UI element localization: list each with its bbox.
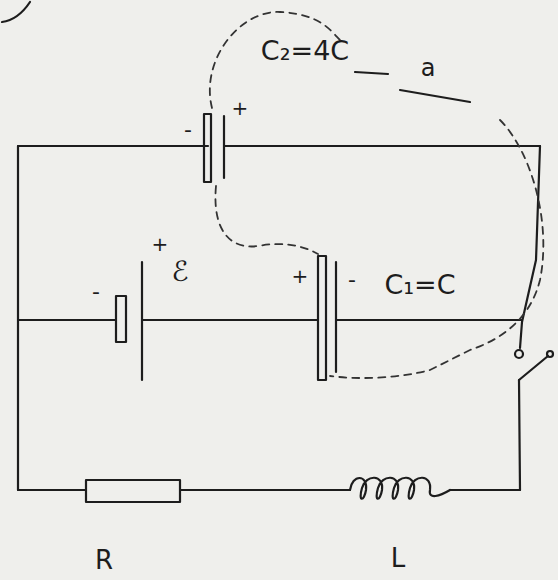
top-wire bbox=[18, 145, 540, 147]
dash-mark bbox=[355, 72, 388, 74]
right-wire bbox=[520, 146, 540, 348]
left-wire bbox=[17, 146, 19, 490]
capacitor-plate bbox=[318, 256, 326, 380]
resistor-symbol bbox=[86, 480, 180, 502]
capacitor-label: C₁=C bbox=[384, 271, 455, 298]
capacitor-plate bbox=[335, 262, 337, 372]
inductor-symbol bbox=[350, 478, 450, 499]
polarity-sign: - bbox=[348, 269, 356, 291]
switch-contact bbox=[515, 350, 523, 358]
polarity-sign: + bbox=[232, 98, 249, 118]
middle-wire bbox=[18, 319, 522, 321]
node-label: a bbox=[421, 56, 436, 80]
bottom-wire bbox=[18, 489, 520, 491]
dashed-outline bbox=[215, 186, 318, 254]
inductor-label: L bbox=[391, 545, 406, 571]
emf-label: ℰ bbox=[172, 258, 189, 286]
dashed-outline bbox=[330, 120, 543, 378]
underline-stroke bbox=[400, 90, 470, 102]
capacitor-plate bbox=[204, 114, 211, 182]
battery-negative-plate bbox=[116, 296, 126, 342]
right-wire bbox=[519, 380, 520, 490]
polarity-sign: - bbox=[92, 281, 100, 303]
resistor-label: R bbox=[95, 547, 113, 573]
polarity-sign: + bbox=[292, 266, 309, 286]
switch-contact bbox=[547, 351, 553, 357]
battery-positive-plate bbox=[141, 262, 143, 380]
cropped-circle bbox=[2, 2, 30, 22]
polarity-sign: - bbox=[184, 119, 192, 141]
capacitor-label: C₂=4C bbox=[261, 37, 349, 64]
capacitor-plate bbox=[223, 116, 225, 178]
polarity-sign: + bbox=[152, 234, 169, 254]
switch-lever bbox=[519, 356, 548, 380]
